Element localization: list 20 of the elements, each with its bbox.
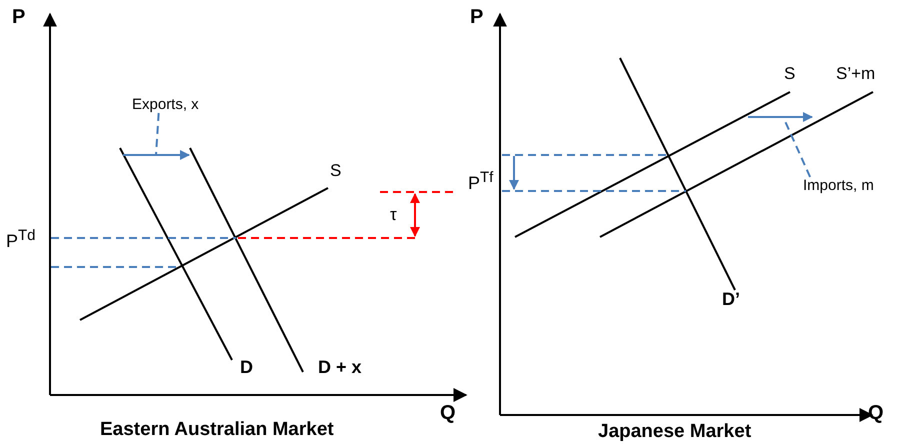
axis-label: P [470, 7, 484, 27]
leader-line [782, 116, 811, 178]
shift-arrow [748, 112, 813, 122]
annotation-text: Exports, x [132, 97, 199, 112]
curve-label: S [330, 162, 342, 179]
curve-label: S’+m [836, 65, 876, 82]
annotation-text: Imports, m [803, 178, 874, 193]
shift-arrow [123, 150, 190, 160]
curve-label: D’ [722, 290, 740, 308]
axis-label: Q [440, 403, 456, 423]
tariff-symbol: τ [390, 206, 397, 223]
curve-label: D + x [318, 358, 362, 376]
price-label: P$^{Tf}$ [468, 170, 494, 192]
curve-label: S [784, 65, 796, 82]
chart-title: Japanese Market [598, 422, 752, 441]
chart-title: Eastern Australian Market [100, 420, 334, 439]
leader-line [155, 112, 160, 156]
curve-label: D [240, 358, 253, 376]
axis-label: P [12, 7, 26, 27]
price-label: P$^{Td}$ [6, 228, 36, 250]
